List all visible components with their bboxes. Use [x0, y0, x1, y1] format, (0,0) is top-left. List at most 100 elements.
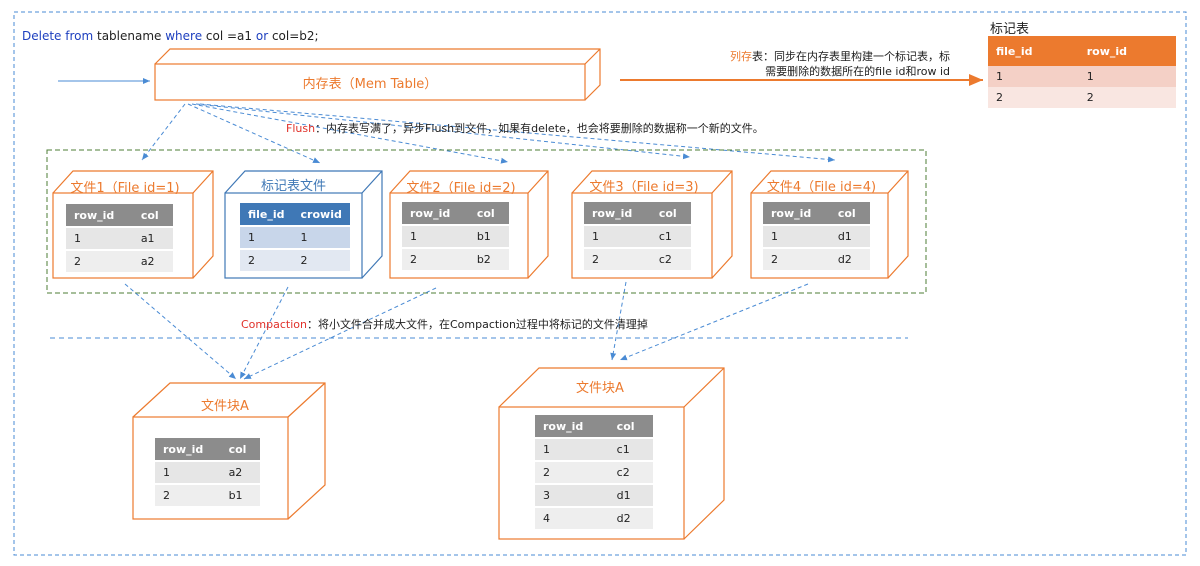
cell: d2 — [608, 508, 653, 529]
cell: c1 — [650, 226, 691, 247]
cell: 1 — [535, 439, 609, 460]
th-crowid: crowid — [292, 203, 350, 225]
blockA2-title: 文件块A — [576, 381, 624, 396]
file2-title: 文件2（File id=2) — [406, 181, 516, 196]
column-store-line2: 需要删除的数据所在的file id和row id — [765, 65, 950, 78]
marker-table-title: 标记表 — [990, 22, 1030, 37]
th-col: col — [608, 415, 653, 437]
cell: 1 — [155, 462, 221, 483]
th-row-id: row_id — [584, 202, 651, 224]
th-row-id: row_id — [763, 202, 830, 224]
cell: b2 — [468, 249, 509, 270]
file3-box — [571, 170, 733, 279]
th-row-id: row_id — [155, 438, 221, 460]
column-store-note: 列存表：同步在内存表里构建一个标记表，标 需要删除的数据所在的file id和r… — [730, 49, 950, 79]
cell: c1 — [608, 439, 653, 460]
sql-where-keyword: where — [165, 29, 203, 43]
sql-delete-keyword: Delete from — [22, 29, 94, 43]
flush-arrows — [141, 103, 836, 164]
marker-th-row-id: row_id — [1078, 36, 1176, 66]
blockA2-box — [498, 367, 725, 540]
th-col: col — [220, 438, 260, 460]
th-col: col — [132, 204, 173, 226]
th-col: col — [650, 202, 691, 224]
cell: 2 — [402, 249, 469, 270]
outer-frame — [13, 11, 1187, 556]
marker-file-box — [224, 170, 383, 279]
blockA1-title: 文件块A — [201, 399, 249, 414]
cell: 2 — [240, 250, 293, 271]
sql-table: tablename — [93, 29, 166, 43]
cell: a2 — [132, 251, 173, 272]
compaction-arrows — [124, 281, 809, 380]
file1-box — [52, 170, 214, 279]
cell: 3 — [535, 485, 609, 506]
cell: d2 — [829, 249, 870, 270]
cell: 1 — [240, 227, 293, 248]
cell: b1 — [220, 485, 260, 506]
compaction-text: ：将小文件合并成大文件，在Compaction过程中将标记的文件清理掉 — [306, 318, 648, 331]
cell: 1 — [402, 226, 469, 247]
column-store-keyword: 列存 — [730, 50, 752, 63]
column-store-line1: 表：同步在内存表里构建一个标记表，标 — [752, 50, 950, 63]
flush-text: ：内存表写满了，异步Flush到文件，如果有delete，也会将要删除的数据称一… — [315, 122, 764, 135]
file3-title: 文件3（File id=3) — [589, 180, 699, 195]
th-row-id: row_id — [66, 204, 133, 226]
cell: 2 — [988, 87, 1079, 108]
flush-note: Flush：内存表写满了，异步Flush到文件，如果有delete，也会将要删除… — [286, 120, 764, 136]
cell: a2 — [220, 462, 260, 483]
cell: d1 — [829, 226, 870, 247]
memtable-label: 内存表（Mem Table） — [302, 77, 438, 92]
sql-cond2: col=b2; — [268, 29, 319, 43]
compaction-keyword: Compaction — [241, 318, 307, 331]
marker-th-file-id: file_id — [988, 36, 1079, 66]
cell: 1 — [66, 228, 133, 249]
marker-file-title: 标记表文件 — [260, 179, 326, 194]
th-file-id: file_id — [240, 203, 293, 225]
flush-keyword: Flush — [286, 122, 316, 135]
memtable-box — [154, 48, 601, 101]
sql-or-keyword: or — [255, 29, 269, 43]
cell: 1 — [292, 227, 350, 248]
file2-box — [389, 170, 549, 279]
compaction-note: Compaction：将小文件合并成大文件，在Compaction过程中将标记的… — [241, 316, 648, 332]
cell: a1 — [132, 228, 173, 249]
cell: 2 — [535, 462, 609, 483]
th-row-id: row_id — [402, 202, 469, 224]
file4-title: 文件4（File id=4) — [766, 180, 877, 195]
cell: 2 — [1078, 87, 1176, 108]
delete-sql: Delete from tablename where col =a1 or c… — [22, 29, 319, 43]
th-row-id: row_id — [535, 415, 609, 437]
th-col: col — [468, 202, 509, 224]
blockA1-box — [132, 382, 326, 520]
cell: 2 — [763, 249, 830, 270]
cell: 2 — [584, 249, 651, 270]
cell: d1 — [608, 485, 653, 506]
file1-title: 文件1（File id=1) — [70, 181, 180, 196]
cell: 4 — [535, 508, 609, 529]
cell: 2 — [155, 485, 221, 506]
